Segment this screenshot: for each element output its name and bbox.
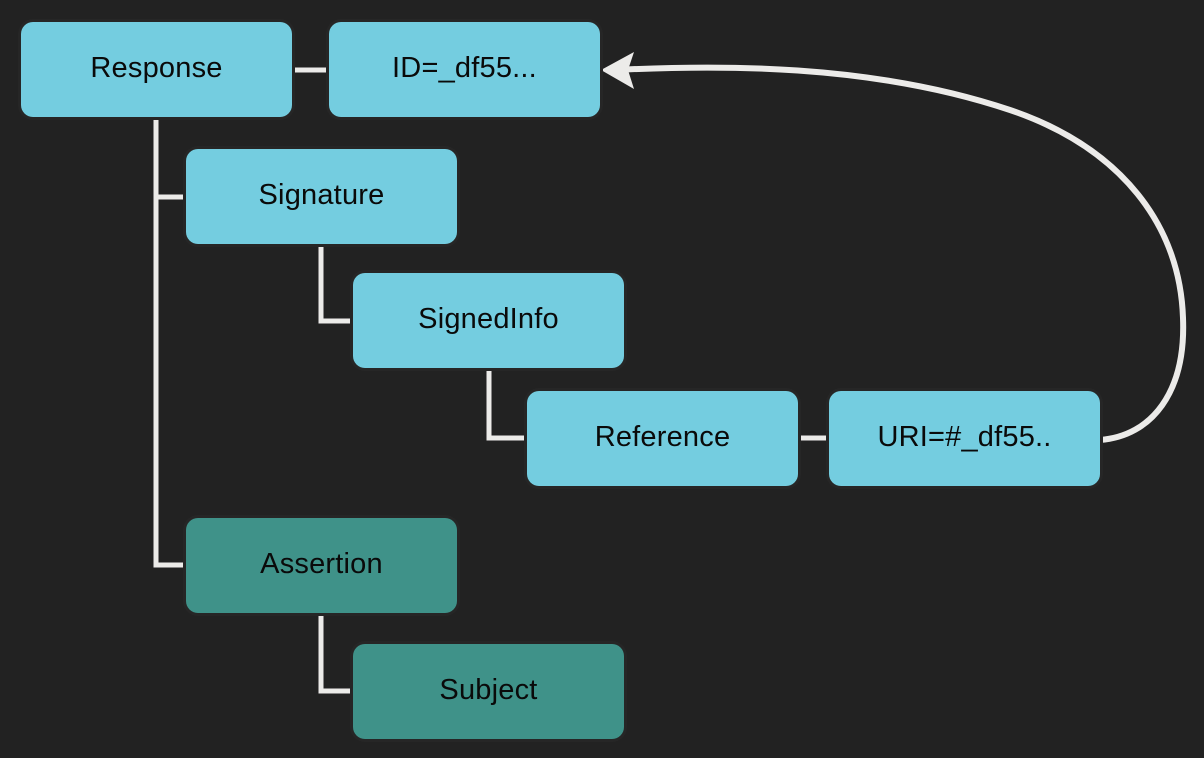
node-reference-label: Reference bbox=[594, 421, 731, 453]
node-uri-attribute[interactable]: URI=#_df55.. bbox=[829, 391, 1100, 486]
node-response-label: Response bbox=[90, 52, 223, 84]
edge-response-to-assertion bbox=[153, 117, 188, 568]
arrowhead-icon bbox=[601, 52, 634, 89]
edge-signature-to-signedinfo bbox=[318, 244, 355, 324]
edge-response-to-signature bbox=[153, 117, 188, 200]
node-uri-attribute-label: URI=#_df55.. bbox=[877, 421, 1052, 453]
node-assertion-label: Assertion bbox=[260, 548, 383, 580]
node-subject[interactable]: Subject bbox=[353, 644, 624, 739]
node-signedinfo[interactable]: SignedInfo bbox=[353, 273, 624, 368]
edge-uri-to-id-reference bbox=[611, 64, 1187, 443]
edge-uri-to-id-reference-group bbox=[601, 52, 1187, 443]
node-subject-label: Subject bbox=[439, 674, 538, 706]
node-id-attribute-label: ID=_df55... bbox=[392, 52, 537, 84]
node-signature-label: Signature bbox=[258, 179, 385, 211]
edge-assertion-to-subject bbox=[318, 613, 355, 694]
node-signature[interactable]: Signature bbox=[186, 149, 457, 244]
node-assertion[interactable]: Assertion bbox=[186, 518, 457, 613]
node-signedinfo-label: SignedInfo bbox=[418, 303, 559, 335]
node-response[interactable]: Response bbox=[21, 22, 292, 117]
edge-signedinfo-to-reference bbox=[486, 368, 529, 441]
node-reference[interactable]: Reference bbox=[527, 391, 798, 486]
node-id-attribute[interactable]: ID=_df55... bbox=[329, 22, 600, 117]
